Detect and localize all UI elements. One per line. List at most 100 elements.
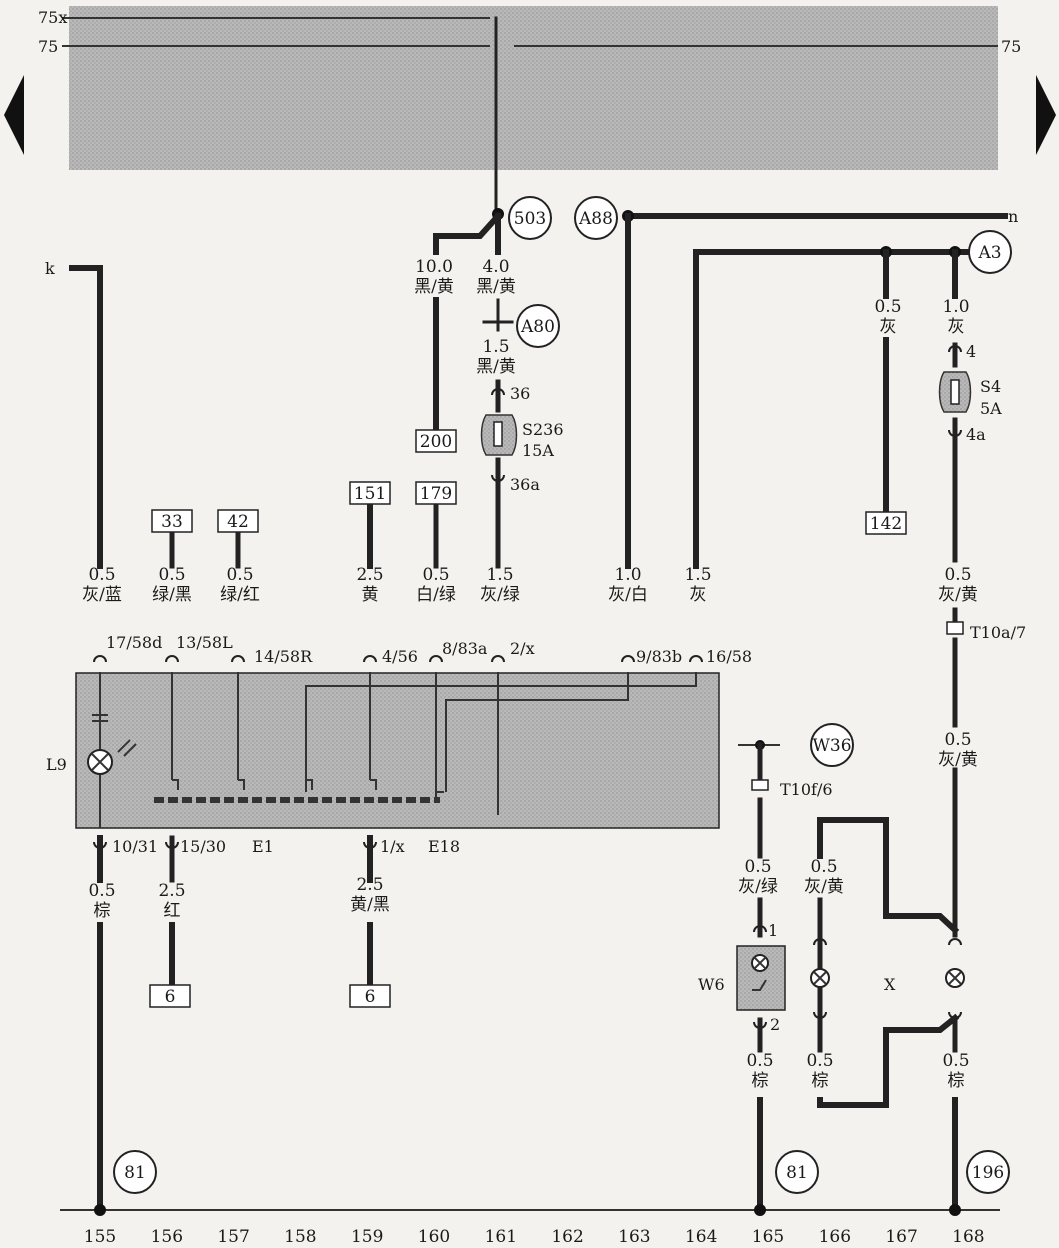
svg-text:10/31: 10/31 bbox=[112, 837, 158, 856]
wire-color: 棕 bbox=[752, 1071, 769, 1091]
pin-labels: 17/58d 13/58L 14/58R 4/56 8/83a 2/x 9/83… bbox=[106, 342, 1026, 1034]
component-W6: W6 bbox=[698, 975, 725, 994]
wire-color: 灰/黄 bbox=[938, 585, 978, 605]
svg-text:W36: W36 bbox=[812, 736, 851, 756]
wire-size: 0.5 bbox=[88, 565, 115, 585]
svg-text:4a: 4a bbox=[966, 425, 986, 444]
circle-ref-A80[interactable]: A80 bbox=[516, 304, 560, 348]
fuse-panel-area bbox=[69, 6, 998, 170]
ref-box-42[interactable]: 42 bbox=[217, 509, 259, 533]
svg-text:T10a/7: T10a/7 bbox=[970, 623, 1026, 642]
svg-text:17/58d: 17/58d bbox=[106, 633, 162, 652]
wire-size: 0.5 bbox=[810, 857, 837, 877]
circle-ref-A88[interactable]: A88 bbox=[574, 196, 618, 240]
ref-box-33[interactable]: 33 bbox=[151, 509, 193, 533]
svg-text:142: 142 bbox=[870, 514, 902, 534]
wire-size: 1.5 bbox=[482, 337, 509, 357]
wire-size: 0.5 bbox=[158, 565, 185, 585]
svg-text:196: 196 bbox=[972, 1163, 1004, 1183]
svg-text:8/83a: 8/83a bbox=[442, 639, 488, 658]
wire-size: 0.5 bbox=[88, 881, 115, 901]
ref-box-151[interactable]: 151 bbox=[349, 481, 391, 505]
component-E1: E1 bbox=[252, 837, 274, 856]
svg-text:16/58: 16/58 bbox=[706, 647, 752, 666]
column-number-156: 156 bbox=[151, 1227, 183, 1247]
svg-text:6: 6 bbox=[365, 987, 376, 1007]
svg-text:151: 151 bbox=[354, 484, 386, 504]
wire-size: 0.5 bbox=[942, 1051, 969, 1071]
wire-color: 灰 bbox=[880, 317, 897, 337]
circle-ref-81-right[interactable]: 81 bbox=[775, 1150, 819, 1194]
column-number-158: 158 bbox=[284, 1227, 316, 1247]
component-X: X bbox=[884, 975, 896, 994]
ref-box-6-left[interactable]: 6 bbox=[149, 984, 191, 1008]
wire-color: 棕 bbox=[812, 1071, 829, 1091]
wire-size: 0.5 bbox=[806, 1051, 833, 1071]
column-number-159: 159 bbox=[351, 1227, 383, 1247]
wire-size: 0.5 bbox=[226, 565, 253, 585]
ref-box-179[interactable]: 179 bbox=[415, 481, 457, 505]
wire-color: 灰/黄 bbox=[938, 750, 978, 770]
prev-page-arrow-icon[interactable] bbox=[4, 75, 24, 155]
wire-color: 灰 bbox=[948, 317, 965, 337]
svg-text:36a: 36a bbox=[510, 475, 540, 494]
wire-size: 0.5 bbox=[944, 730, 971, 750]
svg-text:81: 81 bbox=[786, 1163, 808, 1183]
component-E18: E18 bbox=[428, 837, 460, 856]
component-L9: L9 bbox=[46, 755, 67, 774]
wire-size: 10.0 bbox=[415, 257, 453, 277]
wire-color: 棕 bbox=[94, 901, 111, 921]
component-labels: L9 E1 E18 W6 X S236 15A S4 5A bbox=[46, 377, 1002, 994]
wire-color: 棕 bbox=[948, 1071, 965, 1091]
svg-text:A88: A88 bbox=[578, 209, 613, 229]
svg-text:T10f/6: T10f/6 bbox=[780, 780, 833, 799]
wire-size: 1.0 bbox=[614, 565, 641, 585]
svg-text:2: 2 bbox=[770, 1015, 780, 1034]
ref-box-6-right[interactable]: 6 bbox=[349, 984, 391, 1008]
column-number-166: 166 bbox=[819, 1227, 851, 1247]
svg-text:36: 36 bbox=[510, 384, 530, 403]
wire-color: 灰/绿 bbox=[480, 585, 520, 605]
wire-size: 2.5 bbox=[158, 881, 185, 901]
wire-color: 灰/蓝 bbox=[82, 585, 122, 605]
circle-ref-196[interactable]: 196 bbox=[966, 1150, 1010, 1194]
wire-color: 灰/绿 bbox=[738, 877, 778, 897]
wire-size: 0.5 bbox=[422, 565, 449, 585]
component-S236: S236 bbox=[522, 420, 564, 439]
svg-text:9/83b: 9/83b bbox=[636, 647, 682, 666]
column-number-165: 165 bbox=[752, 1227, 784, 1247]
wire-color: 黑/黄 bbox=[414, 277, 454, 297]
next-page-arrow-icon[interactable] bbox=[1036, 75, 1056, 155]
bus-75-label-right: 75 bbox=[1001, 37, 1021, 56]
column-number-157: 157 bbox=[217, 1227, 249, 1247]
component-S236-rating: 15A bbox=[522, 441, 554, 460]
wire-size: 0.5 bbox=[944, 565, 971, 585]
wire-color: 白/绿 bbox=[416, 585, 456, 605]
column-number-167: 167 bbox=[885, 1227, 917, 1247]
wire-size: 4.0 bbox=[482, 257, 509, 277]
wire-size: 1.5 bbox=[486, 565, 513, 585]
circle-ref-W36[interactable]: W36 bbox=[810, 723, 854, 767]
svg-text:A3: A3 bbox=[977, 243, 1001, 263]
svg-text:81: 81 bbox=[124, 1163, 146, 1183]
wire-size: 1.5 bbox=[684, 565, 711, 585]
wire-size: 1.0 bbox=[942, 297, 969, 317]
svg-text:6: 6 bbox=[165, 987, 176, 1007]
circle-ref-503[interactable]: 503 bbox=[508, 196, 552, 240]
svg-text:179: 179 bbox=[420, 484, 452, 504]
ref-box-200[interactable]: 200 bbox=[415, 429, 457, 453]
wire-color: 黑/黄 bbox=[476, 357, 516, 377]
column-number-163: 163 bbox=[618, 1227, 650, 1247]
bus-75-label-left: 75 bbox=[38, 37, 58, 56]
column-number-164: 164 bbox=[685, 1227, 717, 1247]
circle-ref-81-left[interactable]: 81 bbox=[113, 1150, 157, 1194]
wire-color: 黄/黑 bbox=[350, 895, 390, 915]
wire-size: 0.5 bbox=[746, 1051, 773, 1071]
ref-box-142[interactable]: 142 bbox=[865, 511, 907, 535]
wire-color: 红 bbox=[164, 901, 181, 921]
svg-text:14/58R: 14/58R bbox=[254, 647, 313, 666]
circle-ref-A3[interactable]: A3 bbox=[968, 230, 1012, 274]
component-S4-rating: 5A bbox=[980, 399, 1002, 418]
